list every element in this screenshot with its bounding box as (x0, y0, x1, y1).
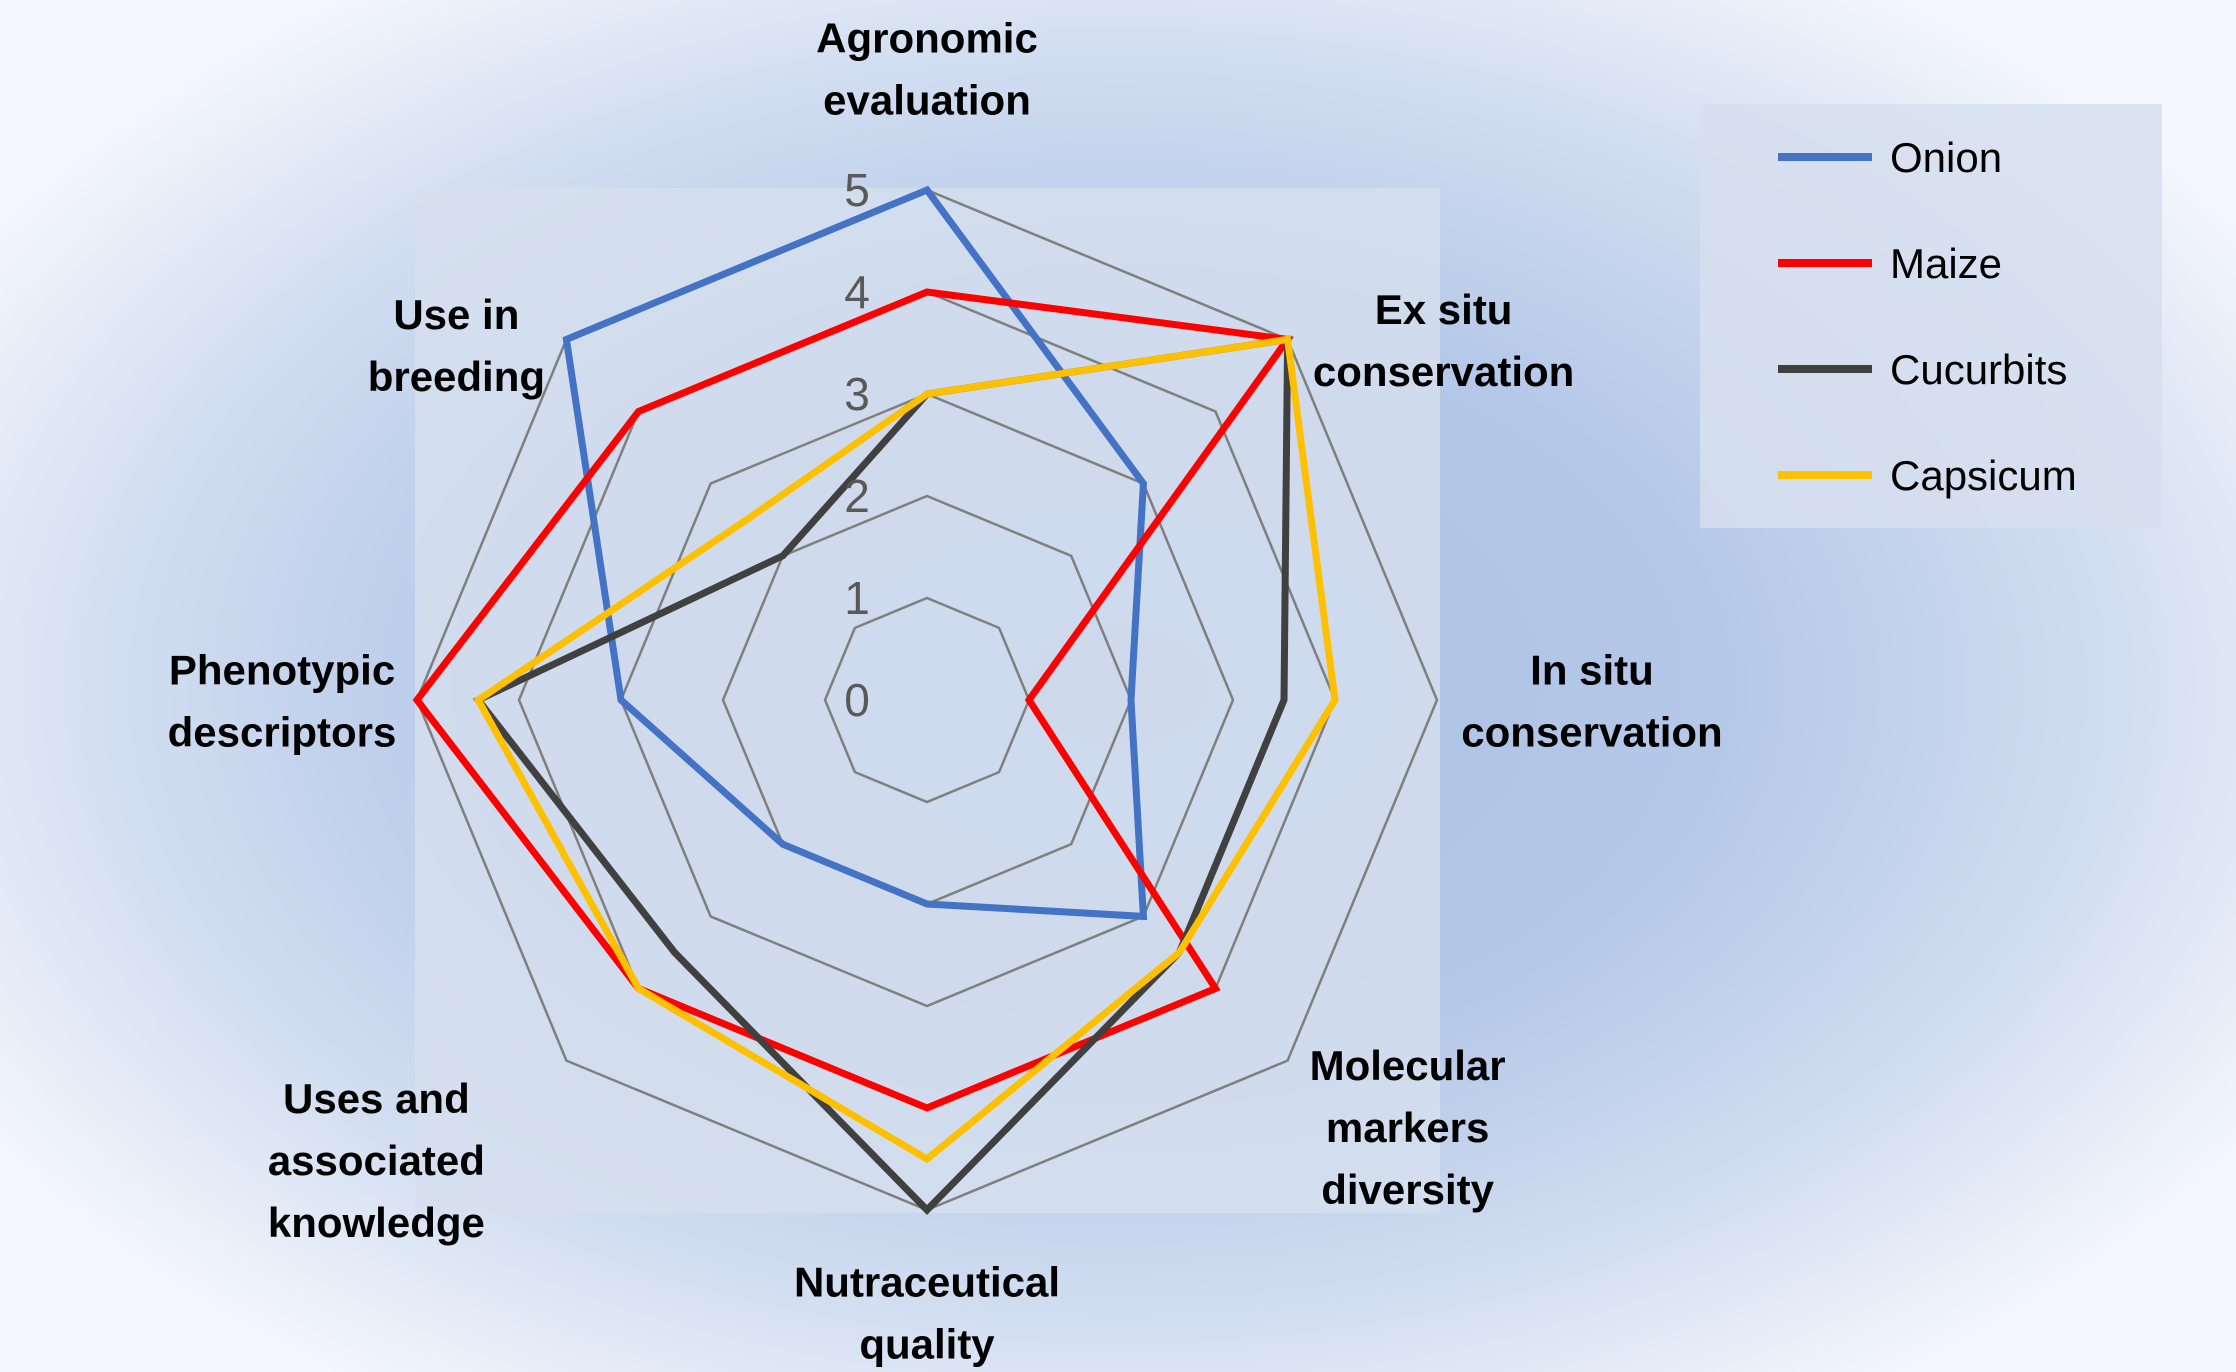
series-line-onion (562, 185, 1148, 921)
tick-label: 1 (844, 572, 870, 624)
tick-label: 4 (844, 266, 870, 318)
legend-item: Maize (1778, 240, 2002, 287)
category-label-line: associated (268, 1137, 485, 1184)
category-label: Uses and associated knowledge (268, 1075, 485, 1246)
category-label-line: Uses and (283, 1075, 470, 1122)
category-label-line: Molecular (1310, 1042, 1506, 1089)
category-label-line: evaluation (823, 77, 1031, 124)
legend-label: Maize (1890, 240, 2002, 287)
category-label-line: conservation (1461, 709, 1722, 756)
category-label: Use in breeding (368, 291, 545, 400)
category-label: Phenotypic descriptors (168, 647, 397, 756)
tick-label: 3 (844, 368, 870, 420)
category-label: Molecular markers diversity (1310, 1042, 1506, 1213)
legend-label: Capsicum (1890, 452, 2077, 499)
tick-label: 2 (844, 470, 870, 522)
grid-ring (619, 392, 1235, 1008)
legend-item: Cucurbits (1778, 346, 2067, 393)
plot-area (415, 188, 1440, 1213)
category-label-line: breeding (368, 353, 545, 400)
grid-ring (823, 596, 1031, 804)
series-group (412, 185, 1339, 1216)
category-label: Agronomic evaluation (816, 15, 1038, 124)
category-label: Nutraceutical quality (794, 1259, 1060, 1368)
radial-ticks: 0 1 2 3 4 5 (844, 164, 870, 726)
series-line-maize (412, 288, 1294, 1112)
category-label-line: diversity (1321, 1166, 1494, 1213)
category-label-line: Ex situ (1375, 286, 1513, 333)
legend-item: Onion (1778, 134, 2002, 181)
category-label-line: quality (859, 1321, 995, 1368)
category-label: In situ conservation (1461, 647, 1722, 756)
category-label-line: Phenotypic (169, 647, 395, 694)
category-label-line: In situ (1530, 647, 1654, 694)
tick-label: 0 (844, 674, 870, 726)
category-label-line: conservation (1313, 348, 1574, 395)
category-label-line: Nutraceutical (794, 1259, 1060, 1306)
legend-item: Capsicum (1778, 452, 2077, 499)
legend-label: Cucurbits (1890, 346, 2067, 393)
series-line-capsicum (473, 335, 1339, 1164)
tick-label: 5 (844, 164, 870, 216)
series-line-cucurbits (472, 335, 1292, 1216)
category-label-line: descriptors (168, 709, 397, 756)
legend-label: Onion (1890, 134, 2002, 181)
category-label: Ex situ conservation (1313, 286, 1574, 395)
category-label-line: knowledge (268, 1199, 485, 1246)
category-label-line: markers (1326, 1104, 1489, 1151)
legend-box (1700, 104, 2162, 528)
category-label-line: Use in (393, 291, 519, 338)
category-label-line: Agronomic (816, 15, 1038, 62)
